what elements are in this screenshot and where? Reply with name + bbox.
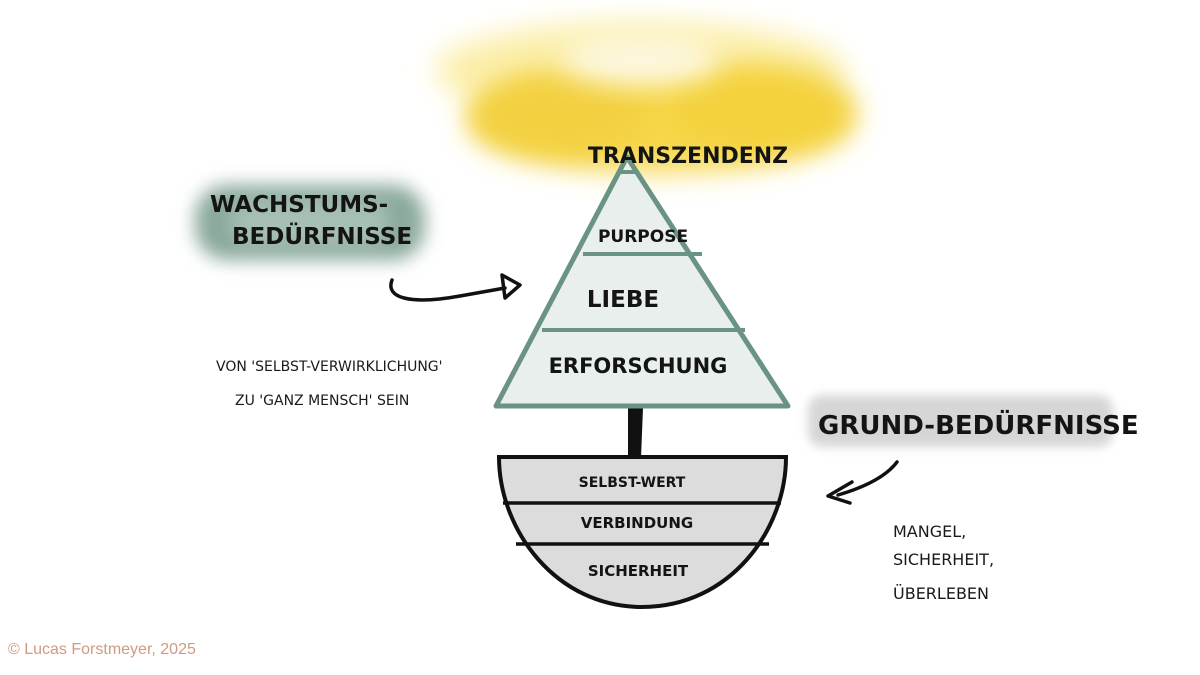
growth-note-line1: VON 'SELBST-VERWIRKLICHUNG'	[216, 359, 443, 375]
copyright-notice: © Lucas Forstmeyer, 2025	[8, 641, 196, 658]
pyramid-level-erforschung: ERFORSCHUNG	[549, 354, 728, 378]
bowl-level-sicherheit: SICHERHEIT	[588, 562, 689, 580]
growth-needs-label-line2: BEDÜRFNISSE	[232, 222, 412, 250]
basic-note-line3: ÜBERLEBEN	[893, 584, 989, 603]
bowl	[496, 455, 789, 610]
basic-arrow	[826, 460, 899, 505]
bowl-level-selbst-wert: SELBST-WERT	[579, 475, 686, 491]
basic-needs-label: GRUND-BEDÜRFNISSE	[818, 408, 1139, 441]
pyramid-level-liebe: LIEBE	[587, 287, 659, 313]
transcendence-label: TRANSZENDENZ	[588, 144, 788, 169]
basic-note-line1: MANGEL,	[893, 522, 966, 541]
basic-note-line2: SICHERHEIT,	[893, 550, 994, 569]
pyramid-level-purpose: PURPOSE	[598, 227, 688, 247]
growth-arrow	[389, 273, 522, 302]
pyramid	[493, 154, 791, 409]
growth-needs-blob	[195, 185, 425, 260]
growth-needs-label-line1: WACHSTUMS-	[210, 192, 388, 218]
stem	[628, 408, 643, 458]
bowl-level-verbindung: VERBINDUNG	[581, 514, 693, 532]
growth-note-line2: ZU 'GANZ MENSCH' SEIN	[235, 393, 409, 409]
basic-needs-blob	[808, 395, 1113, 447]
transcendence-cloud	[435, 22, 855, 172]
